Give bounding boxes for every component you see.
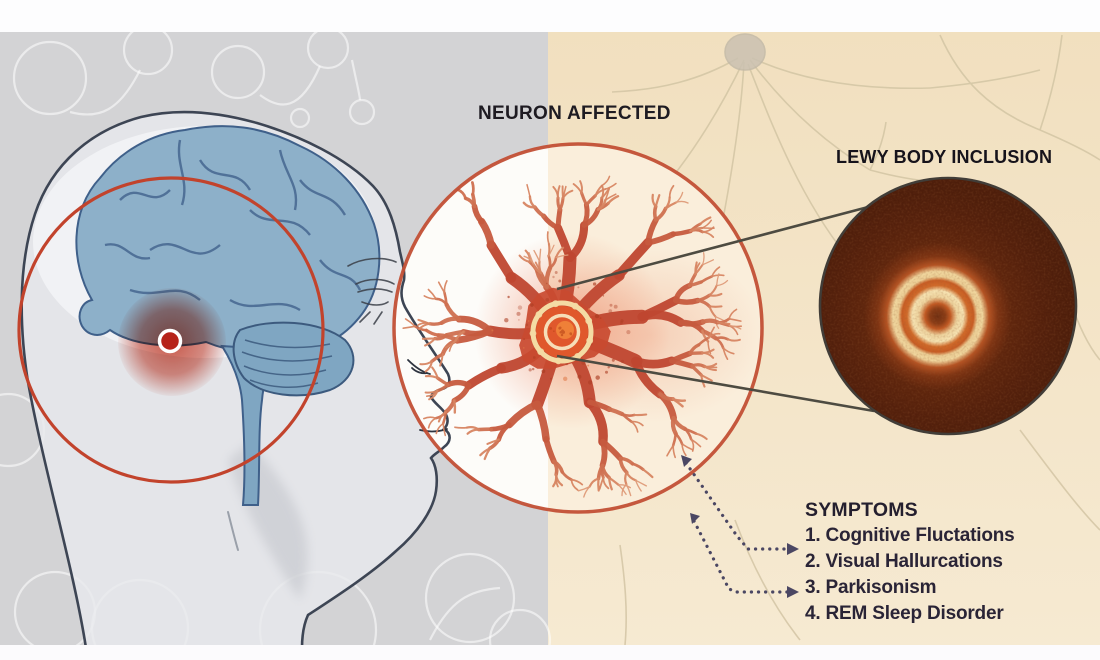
brain-gyri-lines bbox=[104, 139, 362, 312]
symptoms-heading: SYMPTOMS bbox=[805, 499, 918, 521]
affected-region-marker-icon bbox=[157, 328, 183, 354]
lewy-body-inclusion-label: LEWY BODY INCLUSION bbox=[836, 147, 1053, 167]
symptom-item: 1. Cognitive Fluctations bbox=[805, 525, 1015, 546]
top-white-band bbox=[0, 0, 1100, 32]
affected-region-ring-icon bbox=[17, 176, 325, 484]
background-bubbles-decoration bbox=[0, 24, 552, 660]
head-profile-illustration bbox=[21, 112, 450, 648]
eye-sketch bbox=[347, 257, 397, 325]
dotted-arrow-icon bbox=[681, 455, 799, 598]
symptom-item: 3. Parkisonism bbox=[805, 577, 937, 598]
nose-mouth-sketch bbox=[407, 359, 448, 433]
lewy-body-inclusion-in-soma bbox=[529, 300, 594, 365]
lewy-inclusion-closeup-circle bbox=[818, 176, 1078, 436]
symptom-item: 4. REM Sleep Disorder bbox=[805, 603, 1004, 624]
zoom-cone-icon bbox=[556, 204, 875, 413]
neuron-illustration bbox=[402, 175, 762, 498]
neuron-affected-label: NEURON AFFECTED bbox=[478, 103, 671, 124]
neuron-dendrites bbox=[402, 175, 743, 498]
symptoms-list: SYMPTOMS 1. Cognitive Fluctations 2. Vis… bbox=[805, 497, 1015, 627]
symptom-item: 2. Visual Hallurcations bbox=[805, 551, 1003, 572]
neck-detail-line bbox=[227, 511, 239, 551]
cerebellum bbox=[232, 321, 355, 397]
bottom-white-band bbox=[0, 645, 1100, 660]
neuron-circle-ring bbox=[392, 142, 764, 514]
